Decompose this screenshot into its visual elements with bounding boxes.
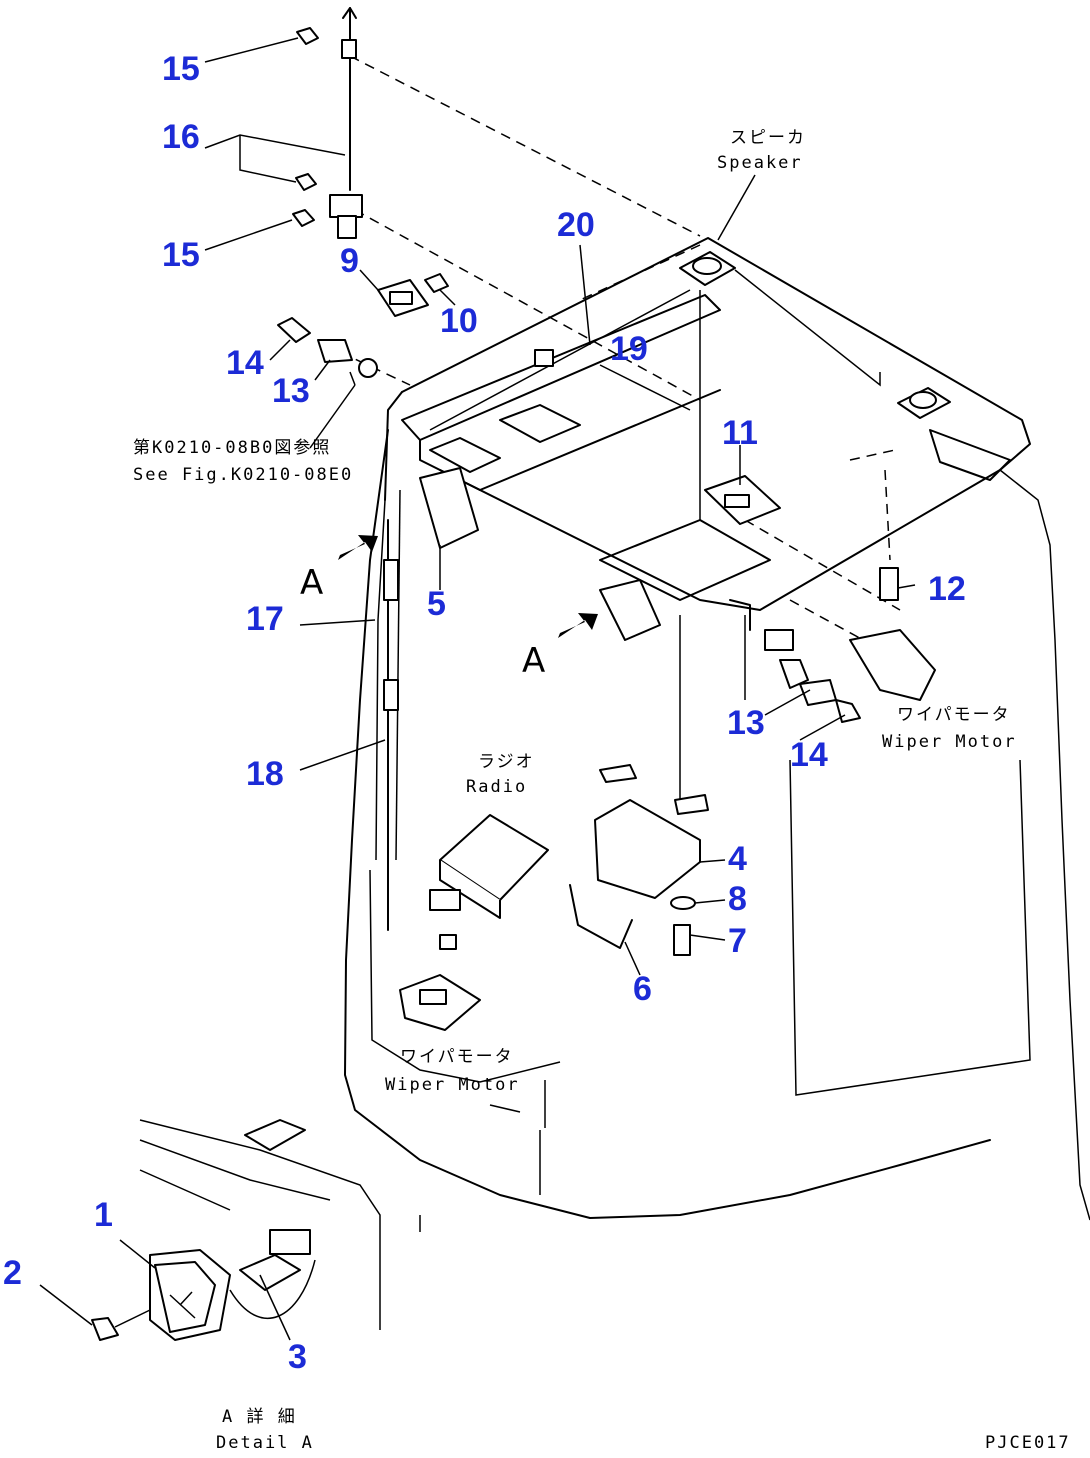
speaker-front bbox=[679, 251, 736, 286]
drawing-code: PJCE017 bbox=[985, 1433, 1071, 1453]
callout-15-bottom: 15 bbox=[162, 236, 200, 274]
bolt-15-bottom bbox=[292, 209, 315, 227]
callout-8: 8 bbox=[728, 880, 747, 918]
wiper-motor-right bbox=[849, 629, 936, 701]
callout-7: 7 bbox=[728, 922, 747, 960]
callout-17: 17 bbox=[246, 600, 284, 638]
callout-2: 2 bbox=[3, 1254, 22, 1292]
bolt-15-top bbox=[296, 27, 319, 45]
harness-20 bbox=[429, 289, 691, 431]
cab-outline bbox=[324, 55, 1090, 1221]
callout-6: 6 bbox=[633, 970, 652, 1008]
callout-11: 11 bbox=[722, 414, 758, 452]
callout-9: 9 bbox=[340, 242, 359, 280]
bolt-16 bbox=[295, 173, 317, 191]
callout-12: 12 bbox=[928, 570, 966, 608]
screw-7 bbox=[673, 924, 691, 956]
wiper-motor-left bbox=[399, 974, 481, 1031]
leader-lines bbox=[39, 37, 916, 1341]
clip-near-radio bbox=[599, 764, 637, 783]
wiper-motor-left-label-jp: ワイパモータ bbox=[400, 1047, 514, 1067]
plug-12 bbox=[879, 567, 899, 601]
wiper-motor-right-label-en: Wiper Motor bbox=[882, 732, 1017, 752]
speaker-label-en: Speaker bbox=[717, 153, 803, 173]
wiper-motor-left-label-en: Wiper Motor bbox=[385, 1075, 520, 1095]
callout-20: 20 bbox=[557, 206, 595, 244]
detail-a-view bbox=[91, 1119, 421, 1341]
box-5 bbox=[419, 467, 479, 549]
callout-13-left: 13 bbox=[272, 372, 310, 410]
view-a-arrow-1 bbox=[338, 535, 378, 560]
bracket-11 bbox=[704, 475, 781, 525]
see-fig-label-jp: 第K0210-08B0図参照 bbox=[133, 438, 331, 458]
harness-20-connector bbox=[534, 349, 554, 367]
callout-16: 16 bbox=[162, 118, 200, 156]
callout-14-left: 14 bbox=[226, 344, 264, 382]
radio-label-en: Radio bbox=[466, 777, 527, 797]
bracket-9 bbox=[377, 279, 429, 317]
callout-18: 18 bbox=[246, 755, 284, 793]
wire-6 bbox=[569, 884, 633, 949]
harness-18-clip bbox=[383, 679, 399, 711]
callout-5: 5 bbox=[427, 585, 446, 623]
view-a-label-2: A bbox=[522, 641, 545, 681]
antenna-assembly bbox=[329, 7, 363, 239]
callout-10: 10 bbox=[440, 302, 478, 340]
callout-13-right: 13 bbox=[727, 704, 765, 742]
callout-4: 4 bbox=[728, 840, 747, 878]
screw-10 bbox=[424, 273, 449, 293]
clamp-13-left bbox=[317, 339, 353, 363]
callout-3: 3 bbox=[288, 1338, 307, 1376]
wiper-motor-right-label-jp: ワイパモータ bbox=[897, 705, 1011, 725]
detail-a-label-jp: A 詳 細 bbox=[222, 1407, 297, 1427]
connector-right bbox=[764, 629, 794, 651]
washer-8 bbox=[670, 896, 696, 910]
detail-a-label-en: Detail A bbox=[216, 1433, 314, 1453]
view-a-label-1: A bbox=[300, 563, 323, 603]
see-fig-label-en: See Fig.K0210-08E0 bbox=[133, 465, 353, 485]
radio bbox=[429, 814, 549, 950]
callout-19: 19 bbox=[610, 330, 648, 368]
radio-label-jp: ラジオ bbox=[478, 752, 535, 772]
harness-17-clip bbox=[383, 559, 399, 601]
cover-4 bbox=[594, 799, 701, 899]
bracket-right bbox=[779, 659, 809, 689]
speaker-rear bbox=[897, 387, 951, 419]
speaker-label-jp: スピーカ bbox=[730, 128, 806, 148]
view-a-arrow-2 bbox=[558, 613, 598, 638]
bolt-14-left bbox=[277, 317, 311, 343]
callout-14-right: 14 bbox=[790, 736, 828, 774]
callout-15-top: 15 bbox=[162, 50, 200, 88]
callout-1: 1 bbox=[94, 1196, 113, 1234]
speaker-wire bbox=[734, 269, 881, 387]
clip-4-top bbox=[674, 794, 709, 815]
front-box bbox=[599, 579, 661, 641]
grommet-left bbox=[358, 358, 378, 378]
